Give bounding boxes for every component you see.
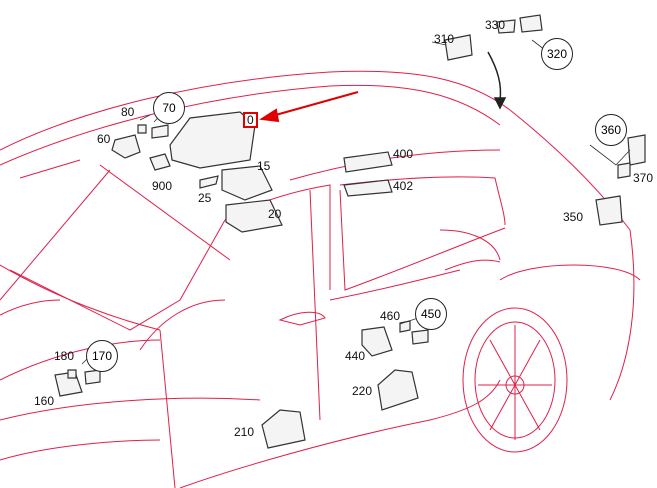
- callout-310[interactable]: 310: [434, 32, 455, 46]
- callout-170[interactable]: 170: [86, 340, 118, 372]
- callout-450[interactable]: 450: [415, 298, 447, 330]
- overhead-control-panel-part: [169, 111, 256, 169]
- callout-320[interactable]: 320: [541, 38, 573, 70]
- callout-80[interactable]: 80: [121, 105, 135, 119]
- callout-70[interactable]: 70: [153, 92, 185, 124]
- callout-440[interactable]: 440: [345, 349, 366, 363]
- callout-160[interactable]: 160: [34, 394, 55, 408]
- callout-0-highlighted[interactable]: 0: [243, 112, 258, 128]
- callout-460[interactable]: 460: [380, 309, 401, 323]
- callout-330[interactable]: 330: [485, 18, 506, 32]
- callout-180[interactable]: 180: [54, 349, 75, 363]
- callout-25[interactable]: 25: [198, 191, 212, 205]
- callout-370[interactable]: 370: [633, 171, 654, 185]
- callout-210[interactable]: 210: [234, 425, 255, 439]
- highlight-arrow: [259, 91, 359, 123]
- callout-400[interactable]: 400: [393, 147, 414, 161]
- callout-60[interactable]: 60: [97, 132, 111, 146]
- callout-220[interactable]: 220: [352, 384, 373, 398]
- callout-15[interactable]: 15: [257, 159, 271, 173]
- callout-900[interactable]: 900: [152, 179, 173, 193]
- callout-350[interactable]: 350: [563, 210, 584, 224]
- callout-402[interactable]: 402: [393, 179, 414, 193]
- callout-20[interactable]: 20: [268, 207, 282, 221]
- callout-360[interactable]: 360: [595, 114, 627, 146]
